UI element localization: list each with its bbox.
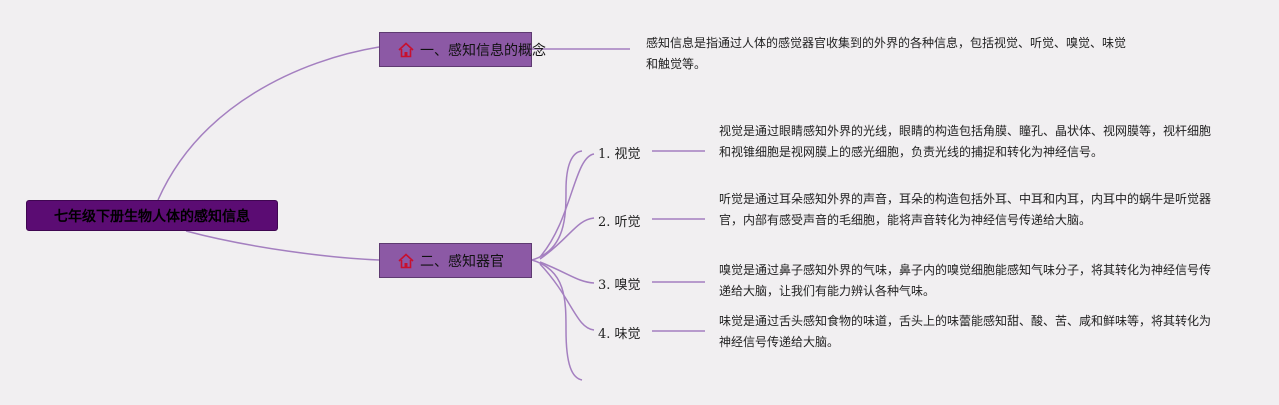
leaf-smell[interactable]: 3. 嗅觉 xyxy=(598,278,641,293)
branch-title: 一、感知信息的概念 xyxy=(420,42,546,59)
branch-title: 二、感知器官 xyxy=(420,253,504,270)
hearing-description: 听觉是通过耳朵感知外界的声音，耳朵的构造包括外耳、中耳和内耳，内耳中的蜗牛是听觉… xyxy=(719,192,1212,227)
leaf-taste[interactable]: 4. 味觉 xyxy=(598,327,641,342)
taste-description: 味觉是通过舌头感知食物的味道，舌头上的味蕾能感知甜、酸、苦、咸和鲜味等，将其转化… xyxy=(719,314,1212,349)
branch-node-organs[interactable]: 二、感知器官 xyxy=(379,243,532,278)
fork-to-item3-line xyxy=(539,261,595,284)
root-title: 七年级下册生物人体的感知信息 xyxy=(54,208,250,225)
vision-description: 视觉是通过眼睛感知外界的光线，眼睛的构造包括角膜、瞳孔、晶状体、视网膜等，视杆细… xyxy=(719,124,1212,159)
leaf-hearing[interactable]: 2. 听觉 xyxy=(598,215,641,230)
home-icon xyxy=(398,252,414,268)
smell-description: 嗅觉是通过鼻子感知外界的气味，鼻子内的嗅觉细胞能感知气味分子，将其转化为神经信号… xyxy=(719,263,1212,298)
root-to-branch2-line xyxy=(185,230,380,261)
fork-to-item4-line xyxy=(539,263,595,331)
branch2-fork-line-lower xyxy=(531,259,583,381)
branch-node-concept[interactable]: 一、感知信息的概念 xyxy=(379,32,546,67)
home-icon xyxy=(398,41,414,57)
branch2-fork-line xyxy=(531,150,583,261)
root-node[interactable]: 七年级下册生物人体的感知信息 xyxy=(26,200,278,231)
leaf-vision[interactable]: 1. 视觉 xyxy=(598,147,641,162)
concept-description: 感知信息是指通过人体的感觉器官收集到的外界的各种信息，包括视觉、听觉、嗅觉、味觉… xyxy=(646,36,1127,71)
root-to-branch1-line xyxy=(157,46,380,201)
fork-to-item2-line xyxy=(539,217,595,260)
fork-to-item1-line xyxy=(539,153,595,258)
